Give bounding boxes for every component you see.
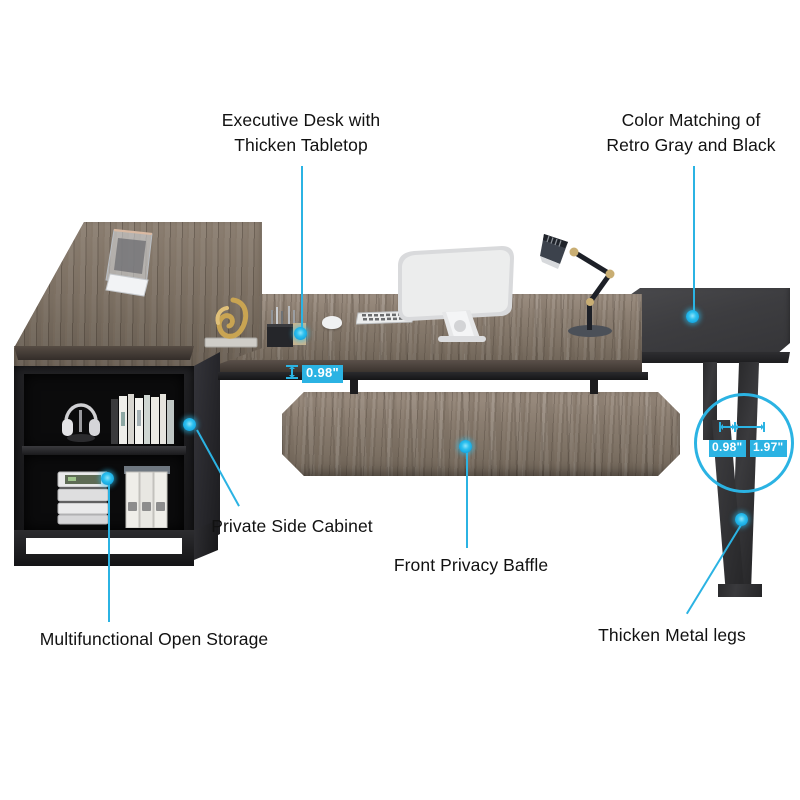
label-executive-desk: Executive Desk with Thicken Tabletop: [221, 110, 381, 156]
paper-tray-stack: [56, 468, 112, 526]
label-private-side-cabinet: Private Side Cabinet: [211, 516, 373, 536]
binder-set: [124, 460, 170, 529]
badge-leg-width: 1.97": [750, 440, 787, 457]
gold-sculpture-decor: [203, 296, 259, 348]
architect-desk-lamp: [534, 228, 624, 338]
side-wing-edge: [14, 346, 194, 360]
black-return-tabletop: [620, 288, 790, 360]
cabinet-base-cutout: [26, 538, 182, 554]
storage-shelf-middle: [22, 446, 186, 455]
dot-private-side-cabinet[interactable]: [183, 418, 196, 431]
leader-front-privacy-baffle: [466, 452, 468, 548]
headphones-icon: [60, 390, 102, 442]
thickness-arrow-icon: [285, 364, 299, 380]
leader-color-matching: [693, 166, 695, 319]
acrylic-document-holder: [100, 228, 162, 300]
all-in-one-monitor: [394, 246, 518, 342]
leader-executive-desk: [301, 166, 303, 336]
dot-thicken-metal-legs[interactable]: [735, 513, 748, 526]
badge-tabletop-thickness: 0.98": [302, 365, 343, 383]
baffle-post-right: [590, 372, 598, 394]
main-tabletop-edge: [172, 360, 642, 372]
black-return-edge: [620, 352, 790, 363]
front-privacy-baffle: [282, 392, 680, 476]
badge-leg-thickness: 0.98": [709, 440, 746, 457]
label-color-matching: Color Matching of Retro Gray and Black: [606, 110, 776, 156]
leg-width-arrow-icon: [718, 420, 766, 434]
baffle-post-left: [350, 372, 358, 394]
label-thicken-metal-legs: Thicken Metal legs: [598, 625, 746, 645]
mouse: [322, 316, 342, 329]
label-front-privacy-baffle: Front Privacy Baffle: [393, 555, 549, 575]
dot-color-matching[interactable]: [686, 310, 699, 323]
dot-multifunctional-open-storage[interactable]: [101, 472, 114, 485]
dot-executive-desk[interactable]: [294, 327, 307, 340]
leader-multifunctional-open-storage: [108, 484, 110, 622]
books-row: [110, 392, 176, 444]
metal-leg-right-foot: [718, 584, 762, 597]
label-multifunctional-open-storage: Multifunctional Open Storage: [39, 629, 269, 649]
desk-crossbeam: [218, 372, 648, 380]
leg-detail-magnifier: [694, 393, 794, 493]
dot-front-privacy-baffle[interactable]: [459, 440, 472, 453]
